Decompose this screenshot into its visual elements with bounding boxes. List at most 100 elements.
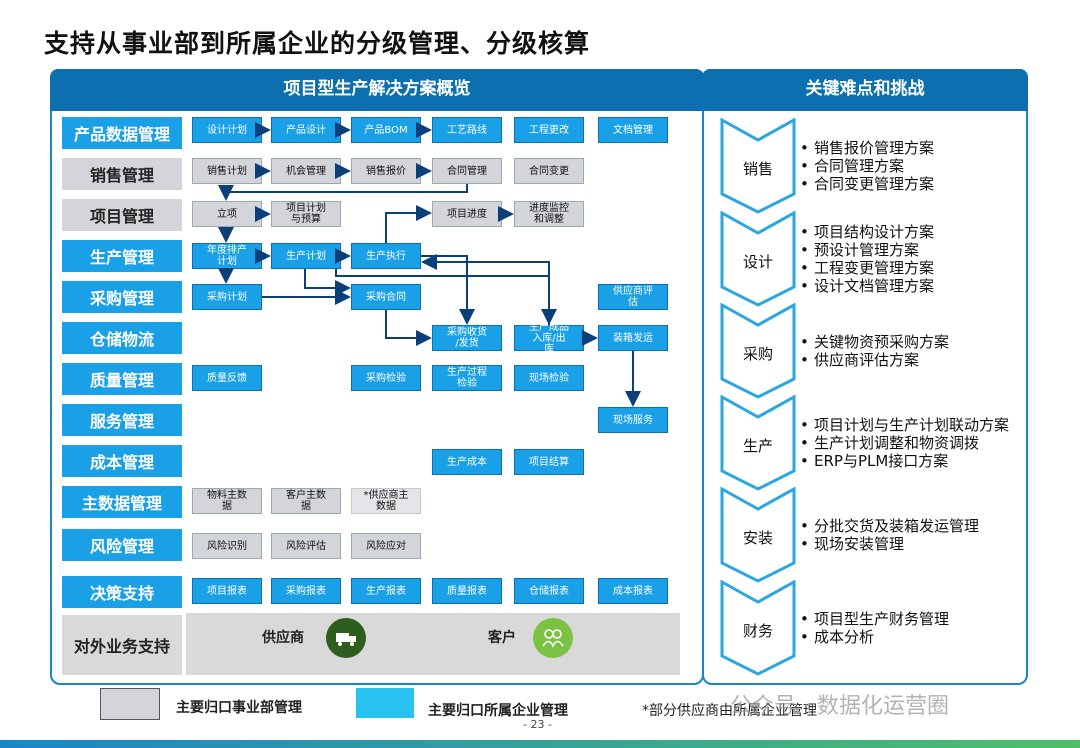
process-box-b9: 销售报价 (351, 158, 421, 184)
process-box-b20: 采购合同 (351, 284, 421, 310)
process-box-b6: 文档管理 (598, 117, 668, 143)
supplier-label: 供应商 (262, 630, 304, 646)
process-box-b26: 采购检验 (351, 365, 421, 391)
customer-people-icon (533, 618, 573, 658)
customer-label: 客户 (488, 630, 516, 646)
process-box-b43: 成本报表 (598, 578, 668, 604)
row-label: 项目管理 (62, 199, 182, 231)
challenge-item: 合同变更管理方案 (800, 175, 1014, 193)
challenge-list: 销售报价管理方案合同管理方案合同变更管理方案 (800, 139, 1014, 193)
row-label: 服务管理 (62, 404, 182, 436)
process-box-b3: 产品BOM (351, 117, 421, 143)
challenge-item: 项目型生产财务管理 (800, 610, 1014, 628)
legend-grey-label: 主要归口事业部管理 (176, 700, 302, 716)
process-box-b22: 采购收货 /发货 (432, 325, 502, 351)
challenges-header: 关键难点和挑战 (702, 69, 1028, 111)
process-box-b18: 生产执行 (351, 243, 421, 269)
process-box-b4: 工艺路线 (432, 117, 502, 143)
legend-grey-swatch (100, 688, 160, 720)
challenge-list: 分批交货及装箱发运管理现场安装管理 (800, 517, 1014, 553)
challenge-list: 项目结构设计方案预设计管理方案工程变更管理方案设计文档管理方案 (800, 223, 1014, 295)
process-box-b34: *供应商主 数据 (351, 488, 421, 514)
challenge-category: 销售 (742, 160, 773, 178)
challenge-item: 分批交货及装箱发运管理 (800, 517, 1014, 535)
process-box-b21: 供应商评 估 (598, 284, 668, 310)
row-label: 质量管理 (62, 363, 182, 395)
process-box-b38: 项目报表 (192, 578, 262, 604)
challenge-item: 生产计划调整和物资调拨 (800, 434, 1014, 452)
challenge-category: 生产 (742, 437, 773, 455)
process-box-b28: 现场检验 (514, 365, 584, 391)
challenge-item: 设计文档管理方案 (800, 277, 1014, 295)
row-label: 决策支持 (62, 576, 182, 608)
challenge-item: ERP与PLM接口方案 (800, 452, 1014, 470)
row-label: 生产管理 (62, 240, 182, 272)
challenge-item: 项目计划与生产计划联动方案 (800, 416, 1014, 434)
process-box-b25: 质量反馈 (192, 365, 262, 391)
process-box-b14: 项目进度 (432, 201, 502, 227)
challenge-list: 关键物资预采购方案供应商评估方案 (800, 333, 1014, 369)
legend-blue-label: 主要归口所属企业管理 (428, 703, 568, 719)
challenge-chevron (720, 487, 796, 583)
process-box-b23: 生产成品 入库/出 库 (514, 322, 584, 355)
process-box-b1: 设计计划 (192, 117, 262, 143)
process-box-b33: 客户主数 据 (271, 488, 341, 514)
process-box-b30: 生产成本 (432, 449, 502, 475)
challenge-category: 财务 (742, 622, 773, 640)
supplier-truck-icon (326, 618, 366, 658)
challenge-list: 项目计划与生产计划联动方案生产计划调整和物资调拨ERP与PLM接口方案 (800, 416, 1014, 470)
challenge-item: 成本分析 (800, 628, 1014, 646)
process-box-b15: 进度监控 和调整 (514, 201, 584, 227)
process-box-b41: 质量报表 (432, 578, 502, 604)
bottom-gradient-bar (0, 740, 1080, 748)
row-label: 风险管理 (62, 529, 182, 561)
row-label: 采购管理 (62, 281, 182, 313)
challenge-chevron (720, 395, 796, 491)
process-box-b12: 立项 (192, 201, 262, 227)
challenge-category: 安装 (742, 529, 773, 547)
process-box-b32: 物料主数 据 (192, 488, 262, 514)
process-box-b8: 机会管理 (271, 158, 341, 184)
challenge-category: 采购 (742, 345, 773, 363)
page-title: 支持从事业部到所属企业的分级管理、分级核算 (44, 29, 591, 58)
process-box-b13: 项目计划 与预算 (271, 201, 341, 227)
row-label: 仓储物流 (62, 322, 182, 354)
process-box-b11: 合同变更 (514, 158, 584, 184)
process-box-b17: 生产计划 (271, 243, 341, 269)
process-box-b16: 年度排产 计划 (192, 243, 262, 269)
process-box-b19: 采购计划 (192, 284, 262, 310)
row-label: 产品数据管理 (62, 117, 182, 149)
challenge-chevron (720, 118, 796, 214)
process-box-b36: 风险评估 (271, 533, 341, 559)
challenge-item: 现场安装管理 (800, 535, 1014, 553)
challenge-item: 关键物资预采购方案 (800, 333, 1014, 351)
challenge-item: 项目结构设计方案 (800, 223, 1014, 241)
process-box-b37: 风险应对 (351, 533, 421, 559)
external-support-area (186, 613, 680, 675)
row-label: 主数据管理 (62, 486, 182, 518)
process-box-b27: 生产过程 检验 (432, 365, 502, 391)
legend-note: *部分供应商由所属企业管理 (642, 703, 817, 719)
page-number: - 23 - (523, 718, 552, 731)
challenge-item: 合同管理方案 (800, 157, 1014, 175)
challenge-item: 预设计管理方案 (800, 241, 1014, 259)
process-box-b42: 仓储报表 (514, 578, 584, 604)
process-box-b24: 装箱发运 (598, 325, 668, 351)
external-support-label: 对外业务支持 (62, 615, 182, 675)
challenge-item: 销售报价管理方案 (800, 139, 1014, 157)
process-box-b31: 项目结算 (514, 449, 584, 475)
challenge-item: 工程变更管理方案 (800, 259, 1014, 277)
row-label: 销售管理 (62, 158, 182, 190)
challenge-chevron (720, 303, 796, 399)
process-box-b39: 采购报表 (271, 578, 341, 604)
challenge-chevron (720, 580, 796, 676)
legend-blue-swatch (356, 688, 414, 718)
watermark: 公众号 · 数据化运营圈 (730, 694, 949, 719)
process-box-b2: 产品设计 (271, 117, 341, 143)
process-box-b10: 合同管理 (432, 158, 502, 184)
challenge-category: 设计 (742, 253, 773, 271)
challenge-list: 项目型生产财务管理成本分析 (800, 610, 1014, 646)
process-box-b35: 风险识别 (192, 533, 262, 559)
solution-overview-header: 项目型生产解决方案概览 (50, 69, 704, 111)
process-box-b29: 现场服务 (598, 407, 668, 433)
